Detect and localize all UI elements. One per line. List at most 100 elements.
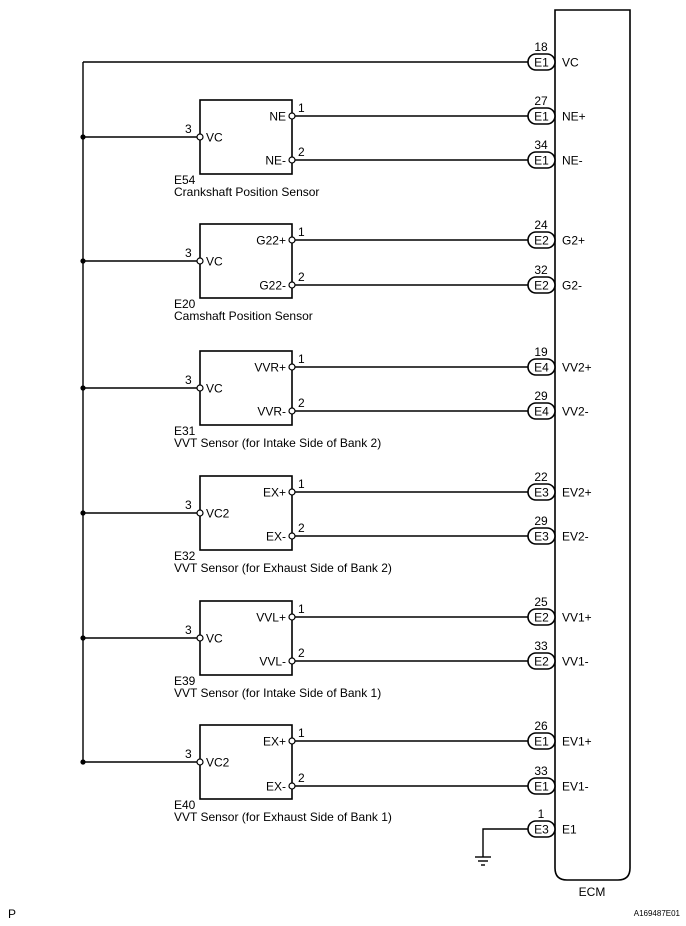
negative-pin-number: 2 bbox=[298, 270, 305, 284]
negative-pin-number: 2 bbox=[298, 646, 305, 660]
connector-code: E2 bbox=[534, 655, 549, 669]
ecm-signal-label: EV1- bbox=[562, 780, 589, 794]
supply-label: VC2 bbox=[206, 507, 230, 521]
sensor-box bbox=[199, 600, 293, 676]
positive-label: VVL+ bbox=[256, 611, 286, 625]
negative-label: EX- bbox=[266, 780, 286, 794]
pin-number: 27 bbox=[534, 94, 548, 108]
ground-wire bbox=[482, 828, 528, 857]
connector-shape bbox=[527, 777, 556, 795]
positive-pin-number: 1 bbox=[298, 352, 305, 366]
negative-label: NE- bbox=[265, 154, 286, 168]
supply-pin-number: 3 bbox=[185, 623, 192, 637]
connector-shape bbox=[527, 652, 556, 670]
supply-pin-number: 3 bbox=[185, 373, 192, 387]
negative-pin-number: 2 bbox=[298, 396, 305, 410]
pin-number: 29 bbox=[534, 514, 548, 528]
connector-code: E2 bbox=[534, 279, 549, 293]
ecm-signal-label: EV1+ bbox=[562, 735, 592, 749]
connector-code: E1 bbox=[534, 780, 549, 794]
pin-number: 25 bbox=[534, 595, 548, 609]
connector-code: E2 bbox=[534, 611, 549, 625]
connector-code: E4 bbox=[534, 361, 549, 375]
connector-shape bbox=[527, 151, 556, 169]
pin-number: 24 bbox=[534, 218, 548, 232]
supply-label: VC bbox=[206, 632, 223, 646]
ecm-box bbox=[554, 9, 631, 881]
junction-dot bbox=[80, 134, 86, 140]
connector-code: E4 bbox=[534, 405, 549, 419]
terminal bbox=[288, 782, 296, 790]
connector-shape bbox=[527, 276, 556, 294]
connector-shape bbox=[527, 402, 556, 420]
ecm-label: ECM bbox=[579, 885, 606, 899]
terminal bbox=[196, 758, 204, 766]
connector-code: E1 bbox=[534, 154, 549, 168]
ground-icon bbox=[475, 856, 491, 866]
connector-code: E1 bbox=[534, 56, 549, 70]
sensor-box bbox=[199, 724, 293, 800]
terminal bbox=[288, 613, 296, 621]
terminal bbox=[288, 281, 296, 289]
terminal bbox=[196, 133, 204, 141]
supply-pin-number: 3 bbox=[185, 498, 192, 512]
sensor-code: E20 bbox=[174, 297, 196, 311]
supply-label: VC bbox=[206, 131, 223, 145]
ecm-signal-label: NE+ bbox=[562, 110, 586, 124]
junction-dot bbox=[80, 510, 86, 516]
connector-shape bbox=[527, 527, 556, 545]
positive-pin-number: 1 bbox=[298, 101, 305, 115]
positive-pin-number: 1 bbox=[298, 726, 305, 740]
ecm-signal-label: G2+ bbox=[562, 234, 585, 248]
positive-pin-number: 1 bbox=[298, 477, 305, 491]
terminal bbox=[288, 236, 296, 244]
footer-figure-id: A169487E01 bbox=[634, 909, 681, 918]
terminal bbox=[196, 634, 204, 642]
ecm-signal-label: E1 bbox=[562, 823, 577, 837]
negative-label: VVL- bbox=[259, 655, 286, 669]
connector-shape bbox=[527, 608, 556, 626]
negative-pin-number: 2 bbox=[298, 771, 305, 785]
connector-code: E2 bbox=[534, 234, 549, 248]
negative-label: G22- bbox=[259, 279, 286, 293]
terminal bbox=[288, 407, 296, 415]
pin-number: 29 bbox=[534, 389, 548, 403]
supply-label: VC bbox=[206, 382, 223, 396]
terminal bbox=[288, 532, 296, 540]
sensor-code: E32 bbox=[174, 549, 196, 563]
footer-page-marker: P bbox=[8, 907, 16, 921]
sensor-name: VVT Sensor (for Exhaust Side of Bank 1) bbox=[174, 810, 392, 824]
pin-number: 32 bbox=[534, 263, 548, 277]
terminal bbox=[288, 737, 296, 745]
sensor-name: VVT Sensor (for Intake Side of Bank 1) bbox=[174, 686, 381, 700]
terminal bbox=[196, 509, 204, 517]
sensor-code: E39 bbox=[174, 674, 196, 688]
ecm-signal-label: VC bbox=[562, 56, 579, 70]
terminal bbox=[288, 112, 296, 120]
connector-code: E3 bbox=[534, 823, 549, 837]
connector-shape bbox=[527, 820, 556, 838]
terminal bbox=[288, 657, 296, 665]
positive-pin-number: 1 bbox=[298, 225, 305, 239]
pin-number: 22 bbox=[534, 470, 548, 484]
terminal bbox=[196, 257, 204, 265]
pin-number: 34 bbox=[534, 138, 548, 152]
sensor-code: E31 bbox=[174, 424, 196, 438]
negative-label: EX- bbox=[266, 530, 286, 544]
